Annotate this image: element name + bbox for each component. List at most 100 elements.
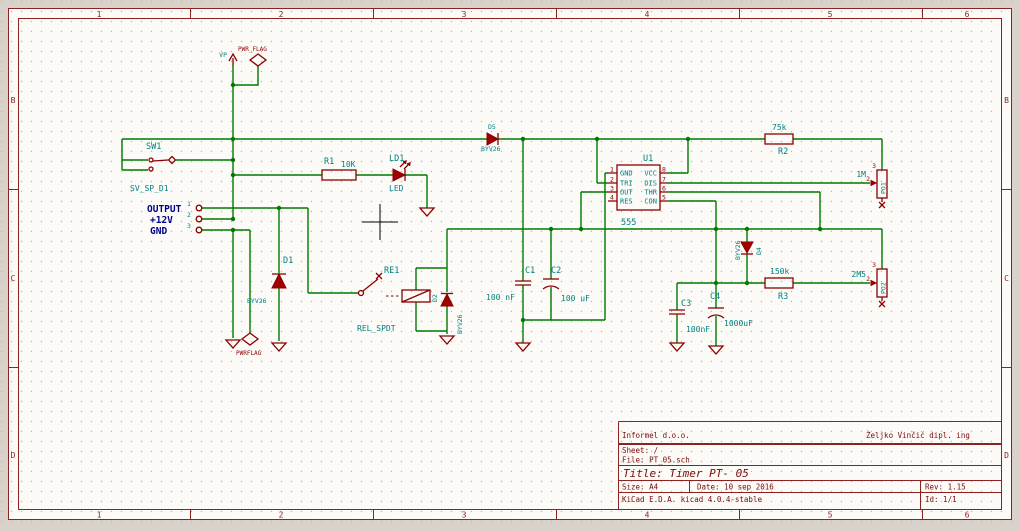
u1-name-tri: TRI — [620, 180, 633, 188]
potentiometer-po1[interactable]: 3 2 1M PO1 — [856, 162, 888, 209]
r2-ref[interactable]: R2 — [778, 147, 788, 157]
ground-led[interactable] — [418, 207, 436, 217]
vp-label[interactable]: VP — [219, 51, 227, 59]
ground-d1[interactable] — [270, 342, 288, 352]
d5-value[interactable]: BYV26 — [481, 145, 501, 153]
relay-re1[interactable]: RE1 REL_SPDT — [357, 266, 431, 333]
diode-d2[interactable]: D2 BYV26 — [431, 292, 464, 335]
switch-sw1[interactable]: SW1 SV_SP_D1 — [130, 142, 177, 193]
potentiometer-po2[interactable]: 3 2 2M5 PO2 — [852, 261, 888, 308]
frame-col-label: 2 — [279, 511, 284, 520]
r2-value[interactable]: 75k — [772, 123, 787, 132]
ld1-value[interactable]: LED — [389, 184, 404, 193]
frame-row-label: C — [11, 274, 16, 283]
connector-pin-2: 2 — [187, 211, 191, 219]
capacitor-c3[interactable]: C3 100nF — [669, 299, 710, 334]
d4-value[interactable]: BYV26 — [734, 240, 742, 260]
c2-ref[interactable]: C2 — [551, 266, 561, 276]
date-field: Date: 10 sep 2016 — [697, 483, 774, 492]
c4-value[interactable]: 1000uF — [724, 319, 753, 328]
u1-name-res: RES — [620, 198, 633, 206]
junction-dots — [230, 82, 823, 323]
led-ld1[interactable]: LD1 LED — [389, 154, 411, 193]
d2-value[interactable]: BYV26 — [456, 314, 464, 334]
frame-col-label: 5 — [828, 10, 833, 19]
c4-ref[interactable]: C4 — [710, 292, 720, 302]
d1-ref[interactable]: D1 — [283, 256, 293, 266]
diode-d1[interactable]: D1 BYV26 — [247, 256, 293, 305]
capacitor-c2[interactable]: C2 100 uF — [542, 266, 590, 303]
frame-col-label: 4 — [645, 10, 650, 19]
frame-col-label: 1 — [97, 511, 102, 520]
po2-ref[interactable]: PO2 — [880, 282, 888, 294]
u1-pin8: 8 — [662, 166, 666, 174]
d1-value[interactable]: BYV26 — [247, 297, 267, 305]
pwr-flag-top-label[interactable]: PWR_FLAG — [238, 46, 267, 53]
ground-c1[interactable] — [514, 342, 532, 352]
u1-pin6: 6 — [662, 185, 666, 193]
d4-ref[interactable]: D4 — [755, 247, 763, 255]
po2-value[interactable]: 2M5 — [852, 270, 867, 279]
ld1-ref[interactable]: LD1 — [389, 154, 404, 164]
c3-value[interactable]: 100nF — [686, 325, 710, 334]
author-name: Željko Vinčić dipl. ing — [866, 431, 970, 440]
file-field: File: PT_05.sch — [622, 456, 690, 465]
po2-pin-top: 3 — [872, 261, 876, 269]
u1-pin3: 3 — [610, 185, 614, 193]
re1-ref[interactable]: RE1 — [384, 266, 399, 276]
resistor-r3[interactable]: 150k R3 — [764, 267, 794, 302]
ground-c3[interactable] — [668, 342, 686, 352]
frame-row-label: D — [1004, 451, 1009, 460]
d2-ref[interactable]: D2 — [431, 294, 439, 302]
pwr-flag-bottom[interactable]: PWRFLAG — [236, 332, 262, 357]
connector-pin-1: 1 — [187, 200, 191, 208]
c1-ref[interactable]: C1 — [525, 266, 535, 276]
c1-value[interactable]: 100 nF — [486, 293, 515, 302]
ground-c4[interactable] — [707, 345, 725, 355]
size-field: Size: A4 — [622, 483, 659, 492]
connector-output[interactable]: OUTPUT +12V GND 1 2 3 — [147, 200, 203, 237]
sw1-ref[interactable]: SW1 — [146, 142, 161, 152]
u1-ref[interactable]: U1 — [643, 154, 653, 164]
net-label-12v[interactable]: +12V — [150, 215, 173, 226]
diode-d4[interactable]: BYV26 D4 — [734, 240, 763, 260]
resistor-r1[interactable]: R1 10K — [321, 157, 357, 181]
d5-ref[interactable]: D5 — [488, 123, 496, 131]
r1-ref[interactable]: R1 — [324, 157, 334, 167]
c3-ref[interactable]: C3 — [681, 299, 691, 309]
u1-name-out: OUT — [620, 189, 633, 197]
capacitor-c4[interactable]: C4 1000uF — [707, 292, 753, 328]
frame-row-label: D — [11, 451, 16, 460]
po1-value[interactable]: 1M — [856, 170, 866, 179]
net-label-gnd[interactable]: GND — [150, 226, 167, 237]
u1-name-gnd: GND — [620, 170, 633, 178]
u1-pin7: 7 — [662, 176, 666, 184]
cursor-crosshair — [362, 204, 398, 240]
pwr-flag-bottom-label[interactable]: PWRFLAG — [236, 350, 262, 357]
power-vp[interactable]: VP — [219, 51, 238, 66]
re1-value[interactable]: REL_SPDT — [357, 324, 396, 333]
r1-value[interactable]: 10K — [341, 160, 356, 169]
frame-col-label: 6 — [965, 10, 970, 19]
pwr-flag-top[interactable]: PWR_FLAG — [238, 46, 267, 68]
r3-value[interactable]: 150k — [770, 267, 789, 276]
rev-field: Rev: 1.15 — [925, 483, 966, 492]
ground-main[interactable] — [224, 339, 242, 349]
po1-ref[interactable]: PO1 — [880, 182, 888, 194]
ic-555-u1[interactable]: U1 555 1 2 3 4 8 7 6 5 GND TRI OUT RES V… — [608, 154, 668, 228]
sw1-value[interactable]: SV_SP_D1 — [130, 184, 169, 193]
capacitor-c1[interactable]: C1 100 nF — [486, 266, 535, 302]
resistor-r2[interactable]: 75k R2 — [764, 123, 794, 157]
u1-pin1: 1 — [610, 166, 614, 174]
ground-relay[interactable] — [438, 335, 456, 345]
u1-value[interactable]: 555 — [621, 218, 636, 228]
net-label-output[interactable]: OUTPUT — [147, 204, 182, 215]
company-name: Informel d.o.o. — [622, 431, 690, 440]
r3-ref[interactable]: R3 — [778, 292, 788, 302]
diode-d5[interactable]: D5 BYV26 — [481, 123, 501, 153]
c2-value[interactable]: 100 uF — [561, 294, 590, 303]
wires[interactable] — [121, 66, 883, 346]
u1-name-con: CON — [644, 198, 657, 206]
